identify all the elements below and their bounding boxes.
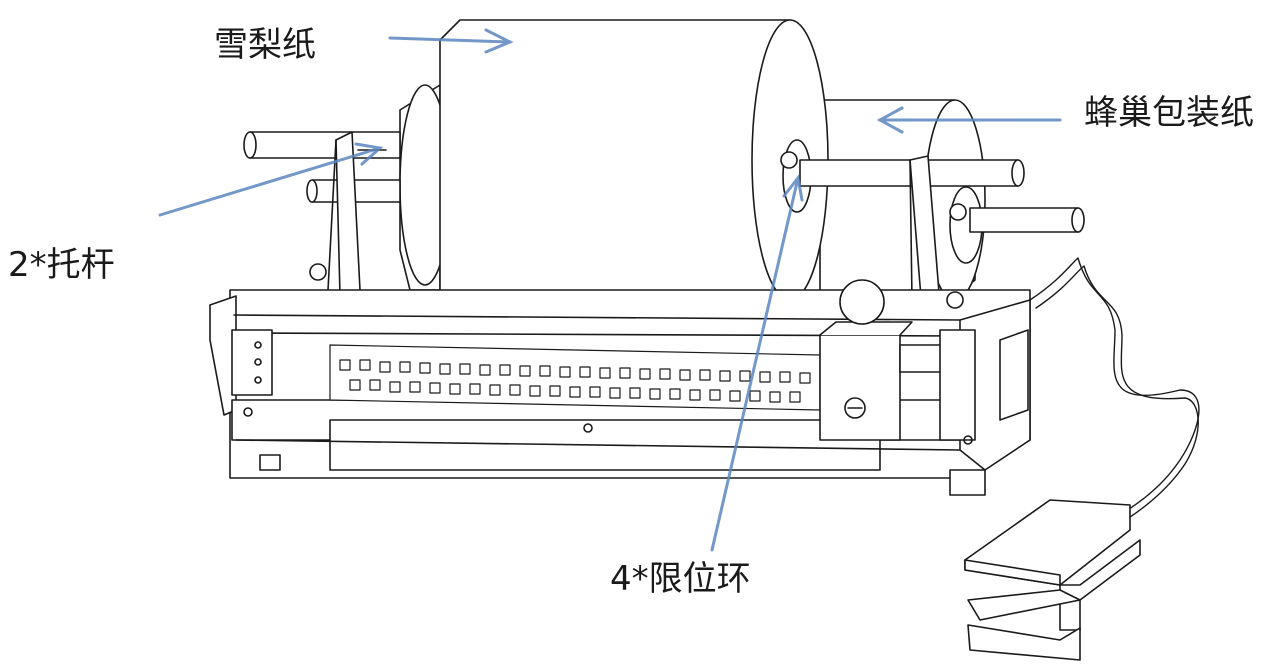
arrow-support-rods — [158, 142, 384, 217]
support-rod-front-right — [799, 159, 1085, 233]
adjust-knobs — [243, 263, 973, 445]
pedal-cable — [1029, 257, 1200, 527]
label-limit-rings: 4*限位环 — [610, 559, 751, 599]
rear-roll-left — [399, 84, 451, 291]
foot-pedal — [964, 499, 1141, 661]
support-rod-rear-left — [243, 131, 401, 203]
label-support-rods: 2*托杆 — [8, 245, 115, 285]
arrow-deli-paper — [388, 28, 514, 54]
arrow-honeycomb-paper — [876, 106, 1062, 134]
label-honeycomb-paper: 蜂巢包装纸 — [1084, 93, 1254, 133]
honeycomb-paper-roll — [819, 99, 986, 301]
cutter-carriage — [819, 279, 976, 441]
arrow-limit-rings — [710, 174, 804, 552]
deli-paper-roll — [439, 19, 829, 301]
label-deli-paper: 雪梨纸 — [214, 25, 316, 65]
